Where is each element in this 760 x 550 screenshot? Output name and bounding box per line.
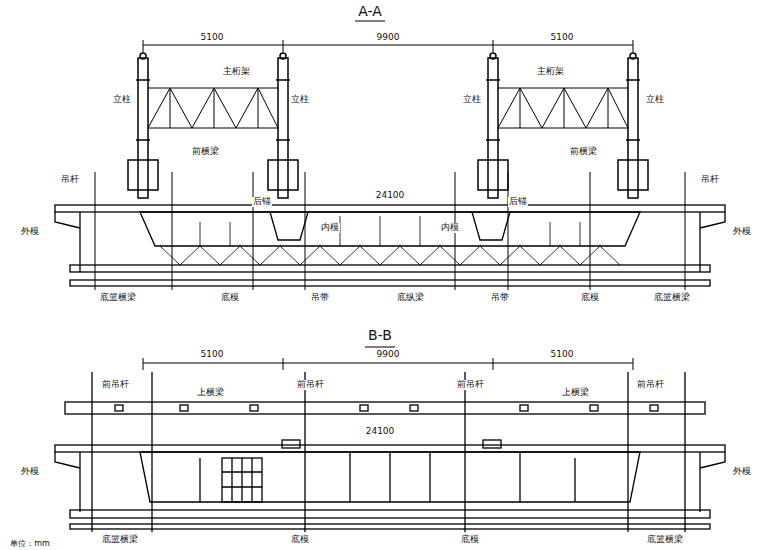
part-label: 底模	[290, 535, 310, 545]
section-title: B-B	[367, 328, 393, 343]
part-label: 前吊杆	[636, 380, 665, 390]
part-label: 前吊杆	[101, 380, 130, 390]
part-label: 9900	[376, 350, 401, 360]
part-label: 底模	[220, 293, 240, 303]
part-label: 吊带	[310, 293, 330, 303]
part-label: 后锚	[252, 197, 272, 207]
part-label: 外模	[20, 467, 40, 477]
part-label: 9900	[376, 33, 401, 43]
part-label: 前吊杆	[456, 380, 485, 390]
box-girder-section	[55, 440, 725, 512]
part-label: 单位：mm	[9, 540, 51, 549]
part-label: 前横梁	[191, 147, 220, 157]
part-label: 主桁架	[536, 67, 565, 77]
upper-beam	[65, 402, 705, 414]
part-label: 24100	[365, 427, 396, 437]
box-girder-section	[55, 205, 725, 272]
bottom-beam	[70, 510, 710, 529]
part-label: 立柱	[462, 95, 482, 105]
part-label: 上横梁	[196, 388, 225, 398]
part-label: 后锚	[508, 197, 528, 207]
part-label: 主桁架	[222, 67, 251, 77]
part-label: 底篮横梁	[101, 535, 139, 545]
part-label: 立柱	[645, 95, 665, 105]
bottom-beam	[70, 265, 710, 286]
part-label: 前横梁	[569, 147, 598, 157]
part-label: 内模	[320, 223, 340, 233]
part-label: 底篮横梁	[646, 535, 684, 545]
part-label: 5100	[550, 350, 575, 360]
part-label: 前吊杆	[296, 380, 325, 390]
part-label: 立柱	[290, 95, 310, 105]
part-label: 底模	[460, 535, 480, 545]
main-truss	[148, 88, 628, 128]
hanger-rod	[92, 372, 685, 532]
part-label: 底纵梁	[396, 293, 425, 303]
tower-column	[128, 53, 648, 198]
part-label: 内模	[440, 223, 460, 233]
title-underline	[365, 347, 395, 348]
part-label: 立柱	[112, 95, 132, 105]
title-underline	[355, 21, 385, 22]
part-label: 外模	[732, 467, 752, 477]
part-label: 底模	[580, 293, 600, 303]
part-label: 吊带	[490, 293, 510, 303]
part-label: 吊杆	[700, 175, 720, 185]
part-label: 5100	[550, 33, 575, 43]
part-label: 24100	[375, 191, 406, 201]
part-label: 外模	[20, 227, 40, 237]
part-label: 吊杆	[60, 175, 80, 185]
part-label: 5100	[200, 33, 225, 43]
part-label: 上横梁	[561, 388, 590, 398]
part-label: 底篮横梁	[653, 293, 691, 303]
section-title: A-A	[357, 4, 383, 19]
bracing	[160, 216, 620, 265]
part-label: 外模	[732, 227, 752, 237]
part-label: 底篮横梁	[99, 293, 137, 303]
part-label: 5100	[200, 350, 225, 360]
